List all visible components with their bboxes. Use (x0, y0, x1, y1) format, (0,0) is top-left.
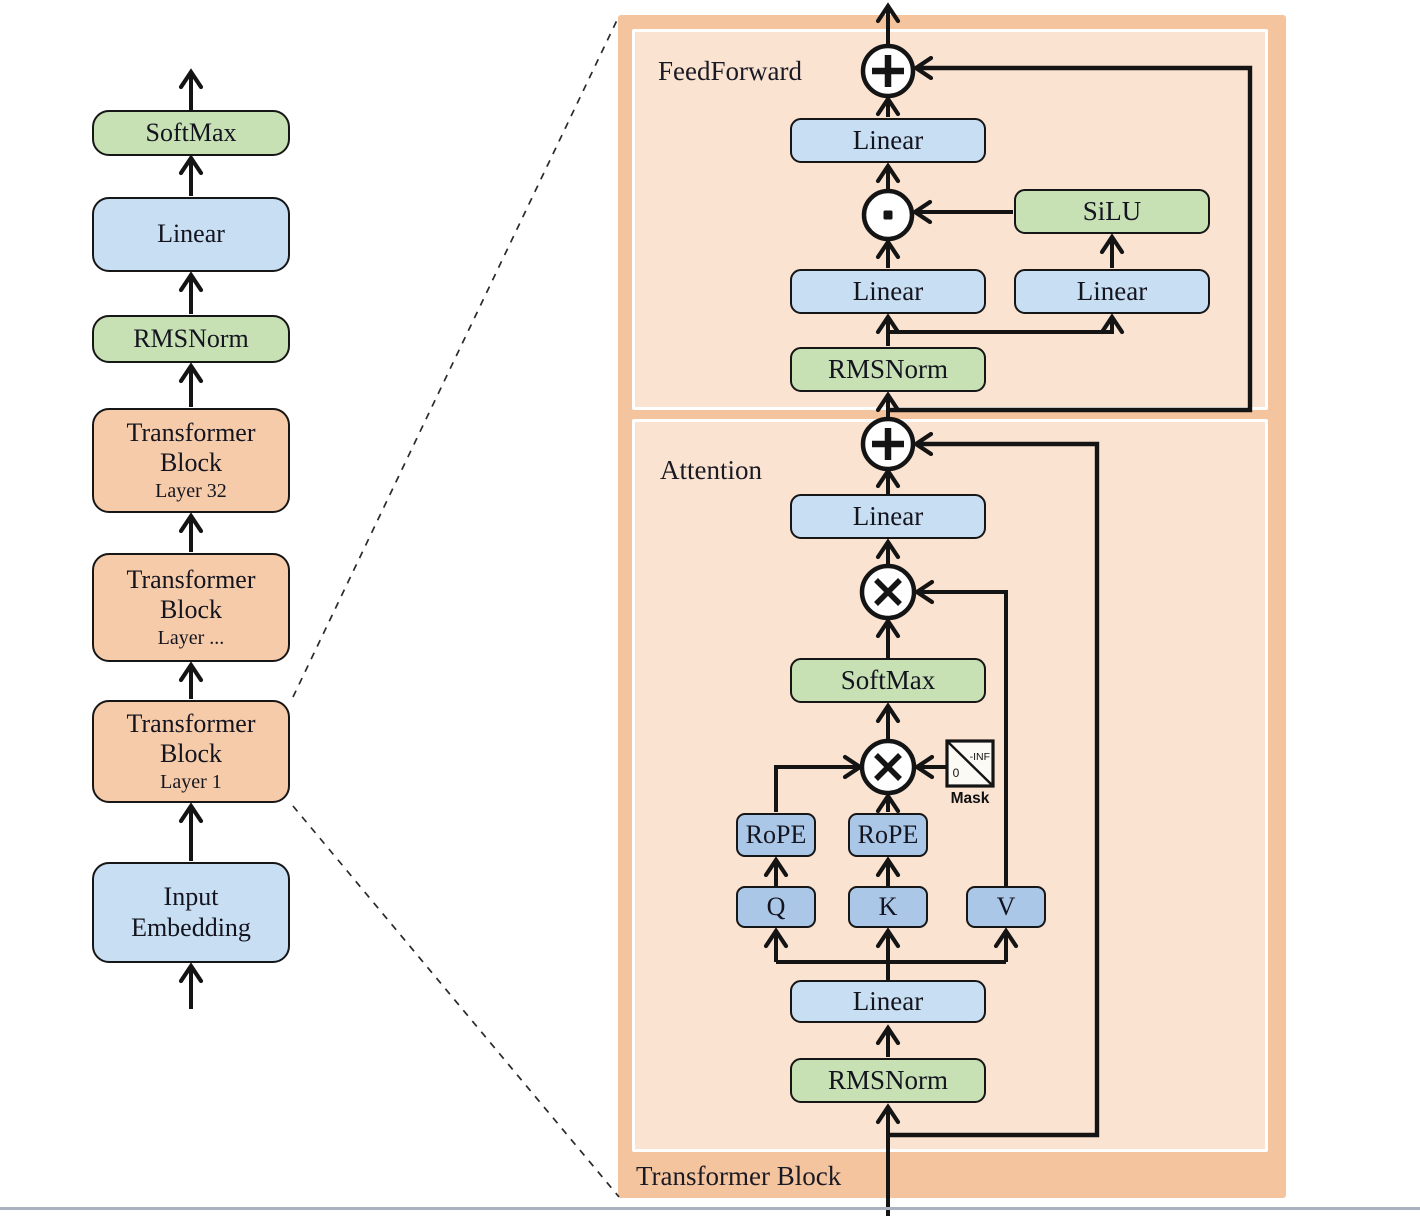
rope-k-label: RoPE (857, 819, 919, 849)
ff-silu-box: SiLU (1014, 189, 1210, 234)
transformer-block-layer1-sublabel: Layer 1 (160, 770, 222, 793)
value-label: V (996, 891, 1016, 921)
attn-output-linear-label: Linear (852, 500, 924, 531)
ff-output-linear-box: Linear (790, 118, 986, 163)
attn-rmsnorm-label: RMSNorm (827, 1064, 949, 1095)
feedforward-section-label: FeedForward (658, 56, 802, 86)
ff-gate-linear-box: Linear (1014, 269, 1210, 314)
zoom-guide-dashed-lines (292, 15, 620, 1198)
attention-section-label: Attention (660, 455, 762, 485)
add-circle-icon-feedforward (860, 43, 916, 99)
left-linear-box: Linear (92, 197, 290, 272)
transformer-block-layer-ellipsis-box: Transformer Block Layer ... (92, 553, 290, 662)
transformer-block-panel-label: Transformer Block (636, 1161, 842, 1191)
value-box: V (966, 886, 1046, 928)
mask-zero-label: 0 (953, 766, 960, 780)
transformer-block-layer32-sublabel: Layer 32 (155, 479, 227, 502)
ff-silu-label: SiLU (1082, 195, 1142, 226)
attn-softmax-label: SoftMax (840, 664, 936, 695)
left-rmsnorm-box: RMSNorm (92, 315, 290, 363)
rope-k-box: RoPE (848, 813, 928, 857)
flow-arrows (178, 2, 1253, 1216)
matmul-circle-icon-qk (859, 738, 917, 796)
left-linear-label: Linear (157, 219, 225, 249)
ff-rmsnorm-label: RMSNorm (827, 353, 949, 384)
query-box: Q (736, 886, 816, 928)
add-circle-icon-attention (860, 416, 916, 472)
transformer-block-layer-ellipsis-sublabel: Layer ... (157, 626, 225, 649)
matmul-circle-icon-scores-v (859, 563, 917, 621)
attn-input-linear-box: Linear (790, 980, 986, 1023)
left-softmax-box: SoftMax (92, 110, 290, 156)
causal-mask-icon: -INF 0 Mask (945, 739, 995, 807)
attn-softmax-box: SoftMax (790, 658, 986, 703)
mask-neg-inf-label: -INF (970, 751, 990, 763)
left-softmax-label: SoftMax (145, 117, 237, 147)
mask-label: Mask (951, 790, 990, 807)
transformer-block-layer1-label: Transformer Block (126, 708, 256, 769)
attn-output-linear-box: Linear (790, 494, 986, 539)
key-label: K (878, 891, 898, 921)
input-embedding-label: Input Embedding (131, 881, 251, 942)
ff-up-linear-box: Linear (790, 269, 986, 314)
left-rmsnorm-label: RMSNorm (133, 323, 249, 353)
ff-rmsnorm-box: RMSNorm (790, 347, 986, 392)
attn-rmsnorm-box: RMSNorm (790, 1058, 986, 1103)
transformer-block-layer-ellipsis-label: Transformer Block (126, 564, 256, 625)
elementwise-product-circle-icon (861, 188, 915, 242)
ff-output-linear-label: Linear (852, 124, 924, 155)
transformer-block-layer32-box: Transformer Block Layer 32 (92, 408, 290, 513)
transformer-block-layer1-box: Transformer Block Layer 1 (92, 700, 290, 803)
query-label: Q (766, 891, 786, 921)
rope-q-label: RoPE (745, 819, 807, 849)
ff-gate-linear-label: Linear (1076, 275, 1148, 306)
key-box: K (848, 886, 928, 928)
transformer-block-layer32-label: Transformer Block (126, 417, 256, 478)
rope-q-box: RoPE (736, 813, 816, 857)
bottom-divider-rule (0, 1207, 1420, 1210)
input-embedding-box: Input Embedding (92, 862, 290, 963)
ff-up-linear-label: Linear (852, 275, 924, 306)
attn-input-linear-label: Linear (852, 985, 924, 1016)
